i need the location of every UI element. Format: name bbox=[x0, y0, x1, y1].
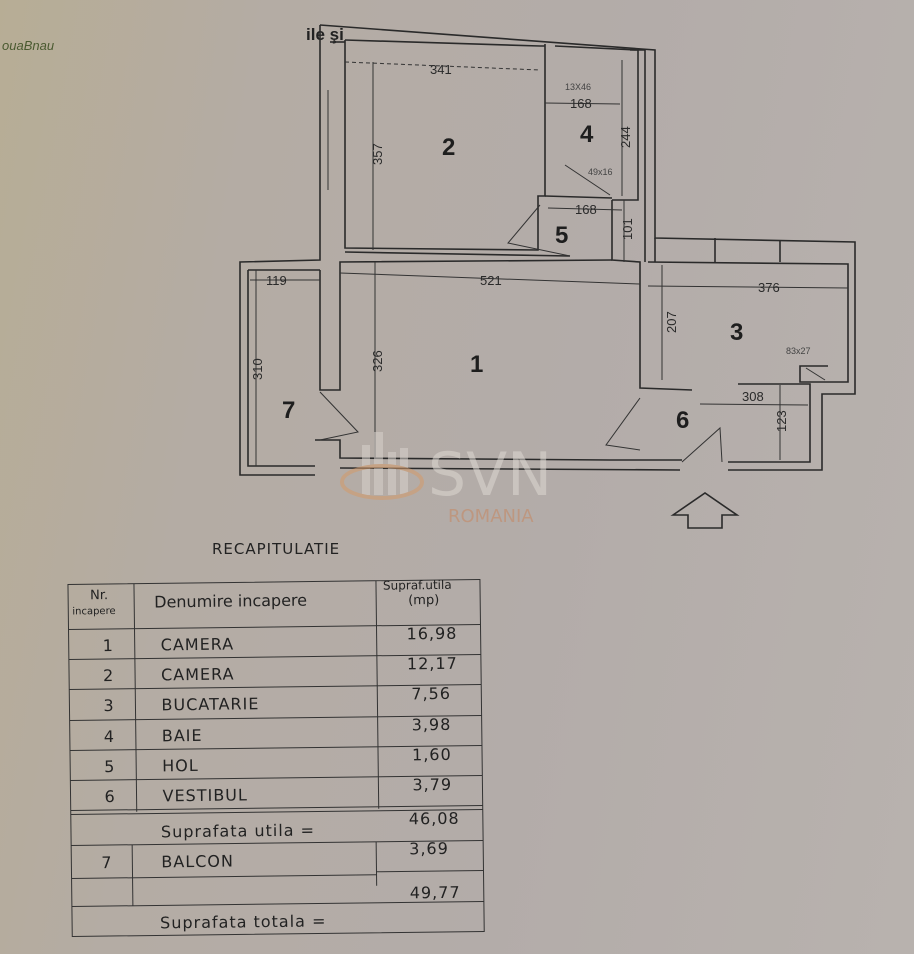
dim-244: 244 bbox=[618, 126, 633, 148]
dim-119: 119 bbox=[266, 273, 287, 288]
entrance-arrow-icon bbox=[670, 492, 740, 529]
row-area: 3,69 bbox=[409, 839, 449, 858]
row-nr: 7 bbox=[101, 853, 112, 872]
row-name: BUCATARIE bbox=[161, 694, 259, 714]
row-name: CAMERA bbox=[161, 634, 235, 654]
table-row: 5 HOL 1,60 bbox=[104, 745, 452, 776]
row-area: 12,17 bbox=[407, 654, 458, 674]
dim-521: 521 bbox=[480, 273, 502, 288]
useful-area-value: 46,08 bbox=[409, 809, 460, 829]
dim-341: 341 bbox=[430, 62, 452, 77]
header-area-unit: (mp) bbox=[408, 593, 439, 608]
row-nr: 5 bbox=[104, 757, 115, 776]
dim-326: 326 bbox=[370, 350, 385, 372]
row-nr: 3 bbox=[103, 696, 114, 715]
summary-title: RECAPITULATIE bbox=[212, 540, 340, 558]
total-area-value: 49,77 bbox=[410, 883, 461, 903]
row-name: CAMERA bbox=[161, 664, 235, 684]
room-3-label: 3 bbox=[730, 319, 743, 346]
table-row: 4 BAIE 3,98 bbox=[104, 715, 452, 746]
row-nr: 6 bbox=[104, 787, 115, 806]
dimension-lines bbox=[250, 60, 849, 466]
row-name: BALCON bbox=[161, 852, 234, 872]
room-5-label: 5 bbox=[555, 222, 568, 249]
svn-watermark-logo: SVN ROMANIA bbox=[340, 432, 552, 527]
row-area: 7,56 bbox=[411, 684, 451, 703]
row-nr: 1 bbox=[103, 636, 114, 655]
corner-text: ouaBnau bbox=[2, 38, 54, 53]
row-area: 3,98 bbox=[412, 715, 452, 734]
row-nr: 4 bbox=[104, 727, 115, 746]
row-name: HOL bbox=[162, 756, 199, 775]
header-fragment: ile şi bbox=[306, 25, 344, 44]
room-6-label: 6 bbox=[676, 407, 689, 434]
header-area: Supraf.utila bbox=[383, 578, 452, 593]
walls bbox=[239, 24, 856, 476]
row-name: BAIE bbox=[162, 726, 203, 745]
table-row: 2 CAMERA 12,17 bbox=[103, 654, 458, 685]
table-row: 6 VESTIBUL 3,79 bbox=[104, 775, 452, 806]
doors bbox=[319, 164, 826, 463]
dim-376: 376 bbox=[758, 280, 780, 295]
header-nr-sub: incapere bbox=[72, 606, 115, 618]
dim-168a: 168 bbox=[570, 96, 592, 111]
row-area: 3,79 bbox=[412, 775, 452, 794]
dim-207: 207 bbox=[664, 311, 679, 333]
row-area: 1,60 bbox=[412, 745, 452, 764]
watermark-sub: ROMANIA bbox=[448, 506, 534, 527]
row-area: 16,98 bbox=[406, 624, 457, 644]
table-row: 7 BALCON 3,69 bbox=[101, 839, 449, 872]
fixture-label: 13X46 bbox=[565, 82, 591, 92]
dim-168b: 168 bbox=[575, 202, 597, 217]
table-row: 1 CAMERA 16,98 bbox=[103, 624, 458, 655]
header-nr: Nr. bbox=[90, 588, 108, 603]
room-7-label: 7 bbox=[282, 397, 295, 424]
room-4-label: 4 bbox=[580, 121, 594, 148]
table-row: 3 BUCATARIE 7,56 bbox=[103, 684, 451, 715]
dim-101: 101 bbox=[620, 218, 635, 240]
room-numbers: 2 4 5 1 3 6 7 bbox=[282, 121, 743, 434]
room-1-label: 1 bbox=[470, 351, 483, 378]
watermark-brand: SVN bbox=[428, 440, 552, 510]
total-area-label: Suprafata totala = bbox=[160, 911, 327, 932]
useful-area-label: Suprafata utila = bbox=[161, 821, 315, 842]
dim-310: 310 bbox=[250, 358, 265, 380]
row-nr: 2 bbox=[103, 666, 114, 685]
dimension-labels: 341 357 168 244 168 101 119 521 376 207 … bbox=[250, 62, 811, 432]
row-name: VESTIBUL bbox=[162, 785, 248, 805]
dim-357: 357 bbox=[370, 143, 385, 165]
fixture-label: 83x27 bbox=[786, 346, 811, 356]
dim-308: 308 bbox=[742, 389, 764, 404]
header-name: Denumire incapere bbox=[154, 591, 307, 612]
dim-123: 123 bbox=[774, 410, 789, 432]
room-2-label: 2 bbox=[442, 134, 455, 161]
summary-table: Nr. incapere Denumire incapere Supraf.ut… bbox=[67, 578, 485, 937]
fixture-label: 49x16 bbox=[588, 167, 613, 177]
